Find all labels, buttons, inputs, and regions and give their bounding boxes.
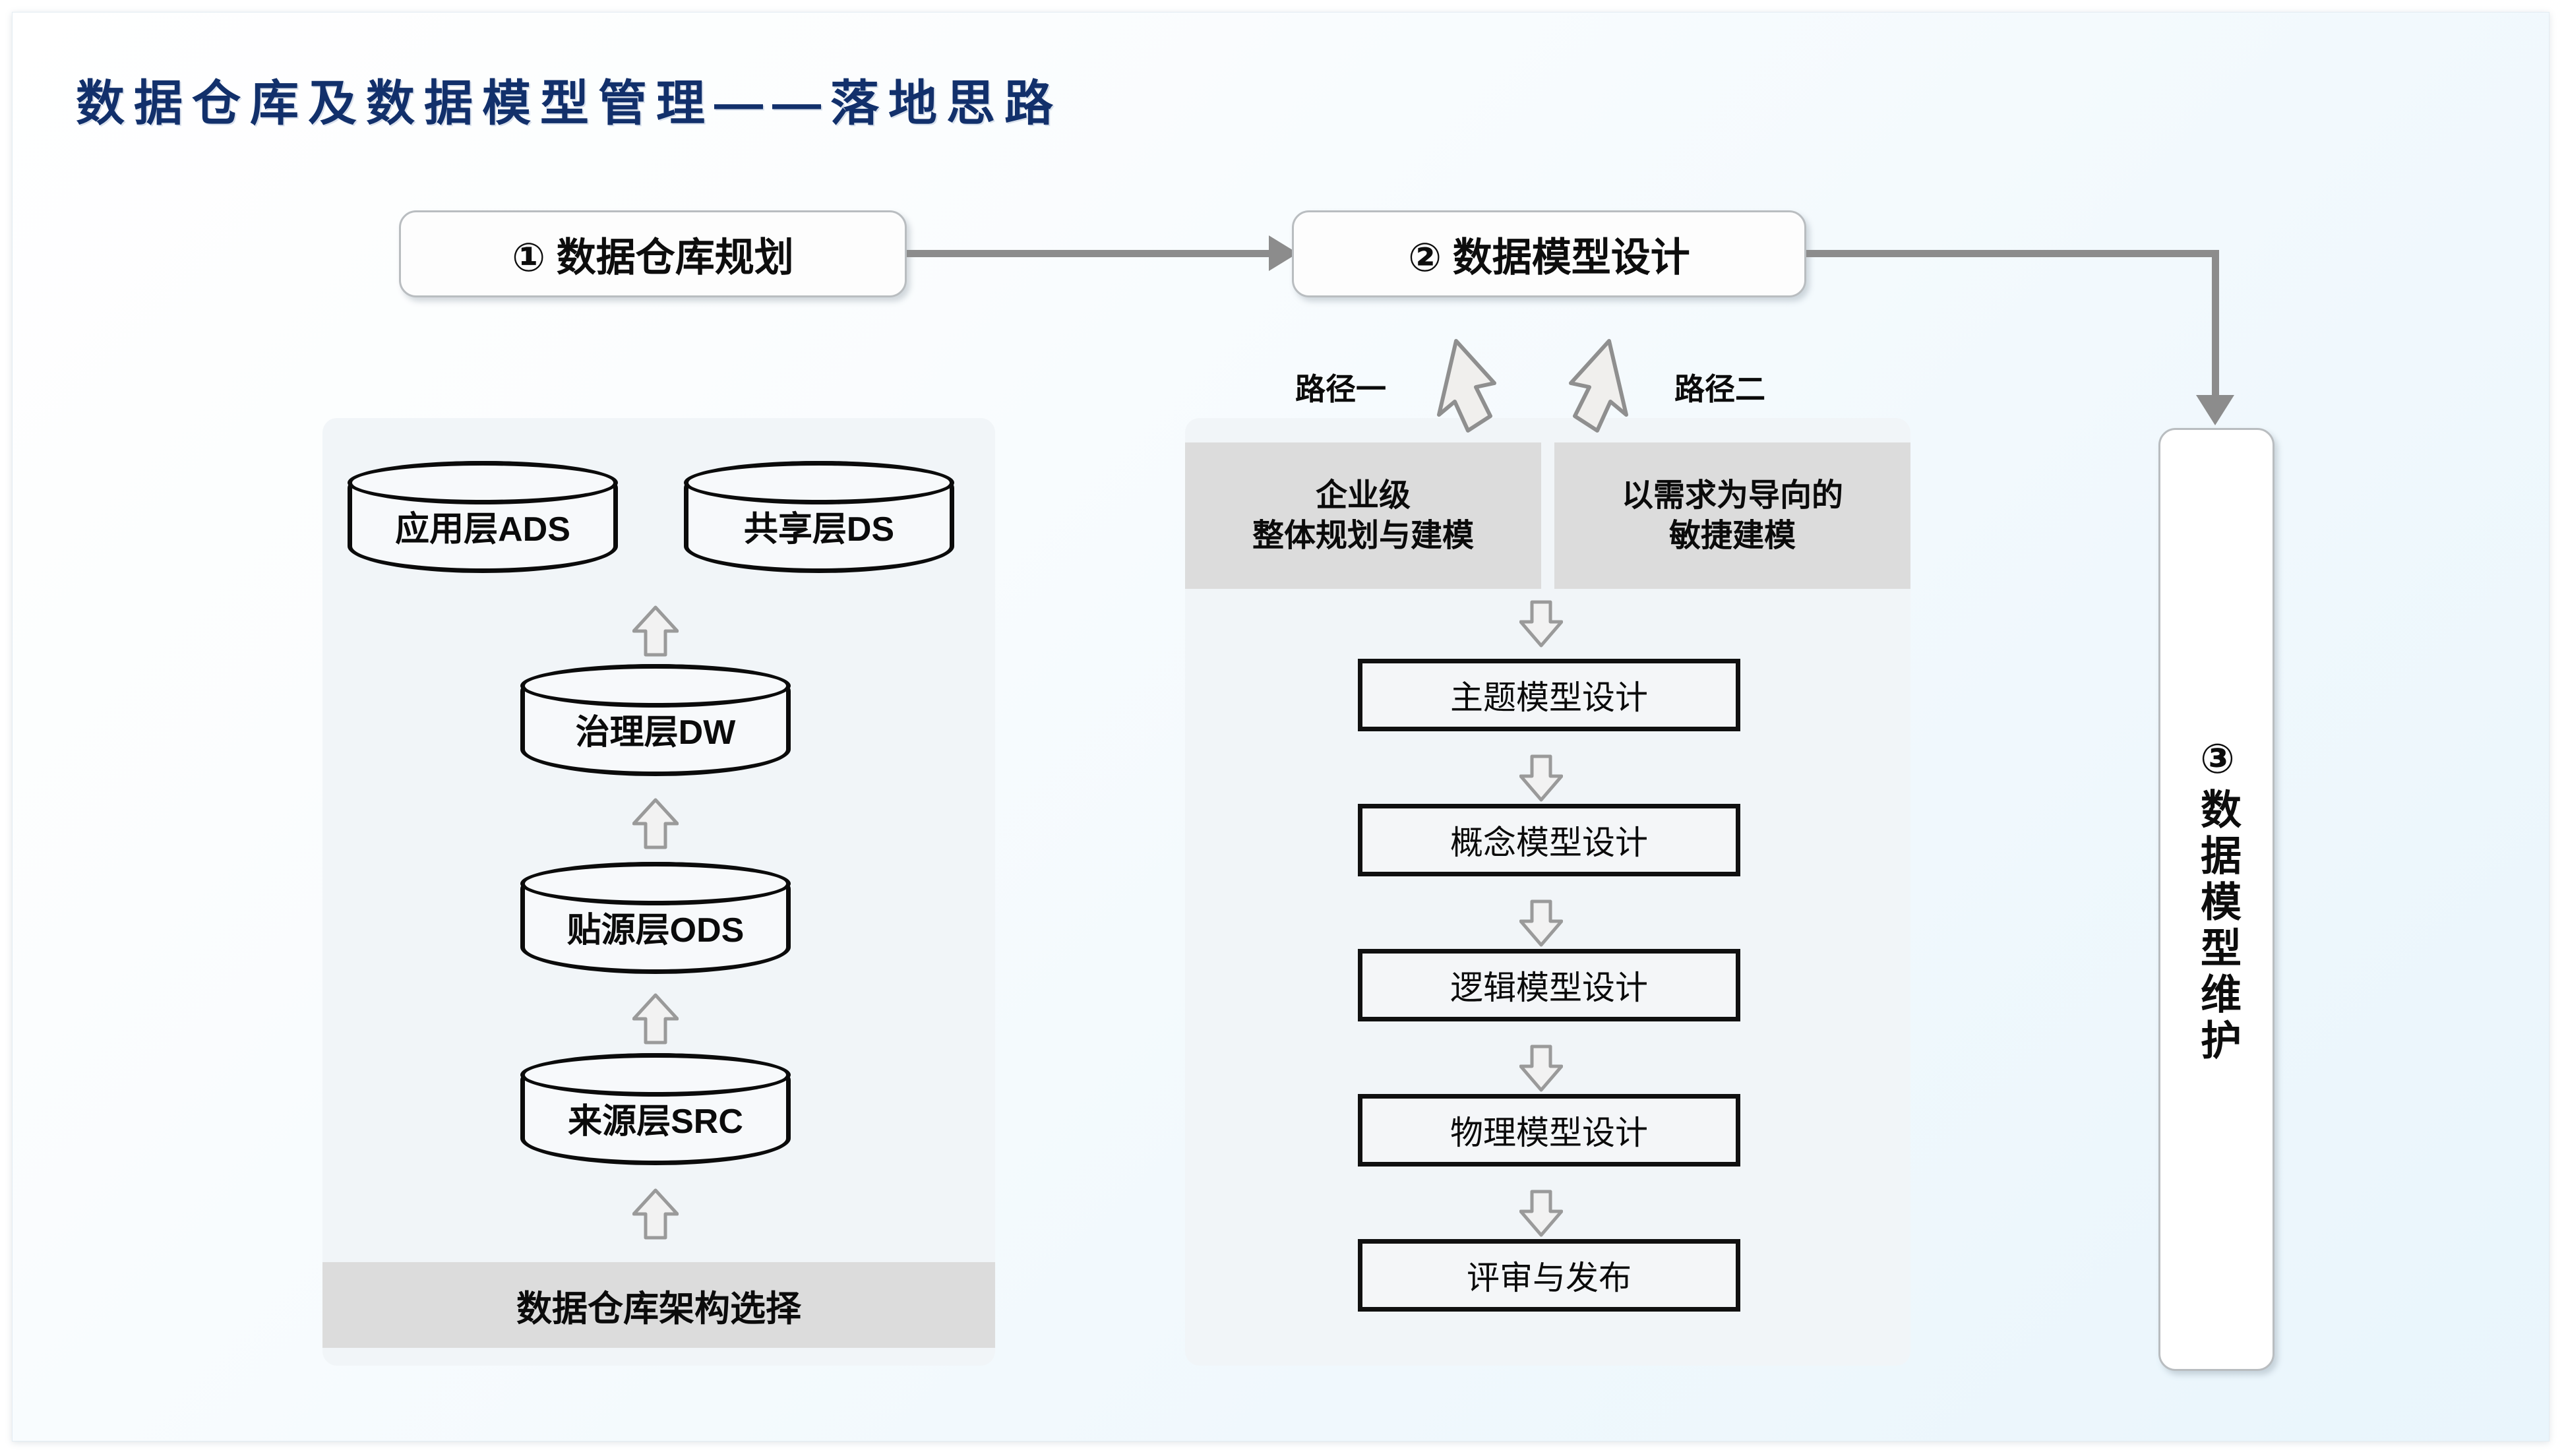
down-arrow-icon <box>1519 899 1563 948</box>
warehouse-layer-label: 共享层DS <box>743 510 895 549</box>
diagonal-arrow-down-left-icon <box>1559 336 1658 448</box>
arrow-head-down-icon <box>2196 395 2234 425</box>
warehouse-layer-src[interactable]: 来源层SRC <box>520 1053 791 1165</box>
up-arrow-icon <box>632 992 679 1045</box>
up-arrow-icon <box>632 1188 679 1240</box>
warehouse-layer-label: 应用层ADS <box>395 510 570 549</box>
connector-step2-step3-horizontal <box>1806 250 2219 257</box>
warehouse-layer-label: 治理层DW <box>575 713 736 752</box>
warehouse-layer-ods[interactable]: 贴源层ODS <box>520 862 791 974</box>
warehouse-layer-label: 贴源层ODS <box>566 911 745 950</box>
down-arrow-icon <box>1519 1189 1563 1238</box>
down-arrow-icon <box>1519 754 1563 803</box>
connector-step2-step3-vertical <box>2212 250 2219 402</box>
approach-line-1: 企业级 <box>1315 477 1411 513</box>
warehouse-layer-dw[interactable]: 治理层DW <box>520 664 791 776</box>
connector-step1-step2 <box>907 250 1283 257</box>
approach-line-1: 以需求为导向的 <box>1621 477 1843 513</box>
model-step-logical[interactable]: 逻辑模型设计 <box>1358 949 1740 1021</box>
cylinder-lid-icon <box>348 461 618 504</box>
cylinder-lid-icon <box>520 664 791 708</box>
approach-line-2: 敏捷建模 <box>1668 518 1796 553</box>
warehouse-layer-label: 来源层SRC <box>568 1103 743 1141</box>
down-arrow-icon <box>1519 599 1563 648</box>
warehouse-layer-ads[interactable]: 应用层ADS <box>348 461 618 573</box>
flow-step-warehouse-planning[interactable]: ① 数据仓库规划 <box>399 210 907 297</box>
diagram-canvas: 数据仓库及数据模型管理——落地思路 ① 数据仓库规划 ② 数据模型设计 ③数据模… <box>12 12 2549 1441</box>
page-title: 数据仓库及数据模型管理——落地思路 <box>76 76 1062 131</box>
flow-step-model-maintenance[interactable]: ③数据模型维护 <box>2158 428 2274 1371</box>
model-step-conceptual[interactable]: 概念模型设计 <box>1358 804 1740 876</box>
model-step-review-release[interactable]: 评审与发布 <box>1358 1239 1740 1312</box>
up-arrow-icon <box>632 605 679 657</box>
cylinder-lid-icon <box>520 1053 791 1097</box>
model-step-subject[interactable]: 主题模型设计 <box>1358 659 1740 731</box>
flow-step-model-design[interactable]: ② 数据模型设计 <box>1292 210 1806 297</box>
approach-demand-driven-agile[interactable]: 以需求为导向的 敏捷建模 <box>1554 442 1910 589</box>
model-step-physical[interactable]: 物理模型设计 <box>1358 1094 1740 1167</box>
cylinder-lid-icon <box>520 862 791 905</box>
flow-step-model-maintenance-label: ③数据模型维护 <box>2194 734 2240 1065</box>
approach-line-2: 整体规划与建模 <box>1252 518 1474 553</box>
up-arrow-icon <box>632 797 679 850</box>
cylinder-lid-icon <box>684 461 954 504</box>
path-one-label: 路径一 <box>1295 372 1386 406</box>
down-arrow-icon <box>1519 1044 1563 1093</box>
warehouse-architecture-footer: 数据仓库架构选择 <box>322 1262 995 1348</box>
approach-enterprise-wide[interactable]: 企业级 整体规划与建模 <box>1185 442 1541 589</box>
warehouse-layer-ds[interactable]: 共享层DS <box>684 461 954 573</box>
diagonal-arrow-down-right-icon <box>1407 336 1506 448</box>
path-two-label: 路径二 <box>1674 372 1765 406</box>
